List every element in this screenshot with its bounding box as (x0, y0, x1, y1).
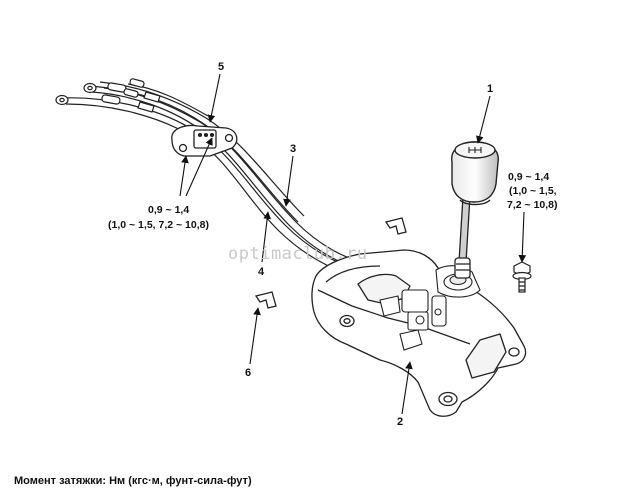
callout-6: 6 (245, 367, 251, 379)
cable-bracket (171, 124, 238, 157)
shift-lever (454, 195, 471, 279)
callout-2: 2 (397, 416, 403, 428)
torque-right-line3: 7,2 ~ 10,8) (507, 199, 558, 211)
callout-5: 5 (218, 61, 224, 73)
callout-1: 1 (487, 83, 493, 95)
watermark: optimaclub.ru (228, 244, 368, 264)
retaining-clip (254, 217, 407, 309)
mounting-bolt (512, 261, 532, 293)
torque-right-line1: 0,9 ~ 1,4 (508, 171, 549, 183)
torque-units-caption: Момент затяжки: Нм (кгс·м, фунт-сила-фут… (14, 475, 252, 487)
torque-right-line2: (1,0 ~ 1,5, (509, 185, 557, 197)
callout-3: 3 (290, 143, 296, 155)
cable-end-fittings (55, 78, 161, 113)
callout-4: 4 (258, 266, 265, 278)
torque-left-line1: 0,9 ~ 1,4 (148, 204, 189, 216)
torque-left-line2: (1,0 ~ 1,5, 7,2 ~ 10,8) (108, 219, 209, 231)
shift-knob (451, 141, 499, 206)
leader-lines (179, 73, 527, 415)
